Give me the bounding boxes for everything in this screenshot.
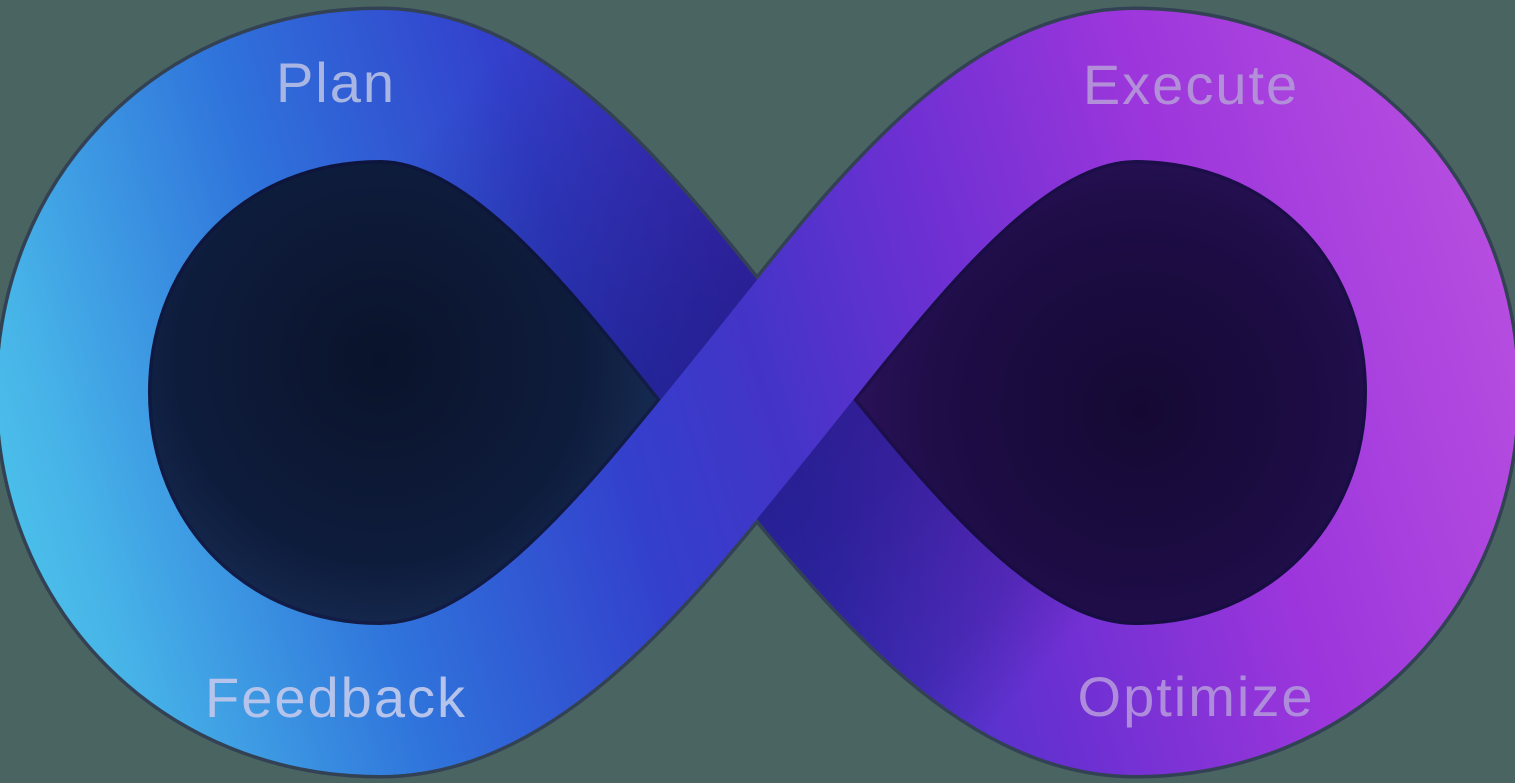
label-feedback: Feedback [205, 666, 467, 729]
label-execute: Execute [1083, 53, 1299, 116]
front-strand [376, 10, 1139, 775]
label-plan: Plan [276, 51, 396, 114]
label-optimize: Optimize [1078, 665, 1315, 728]
